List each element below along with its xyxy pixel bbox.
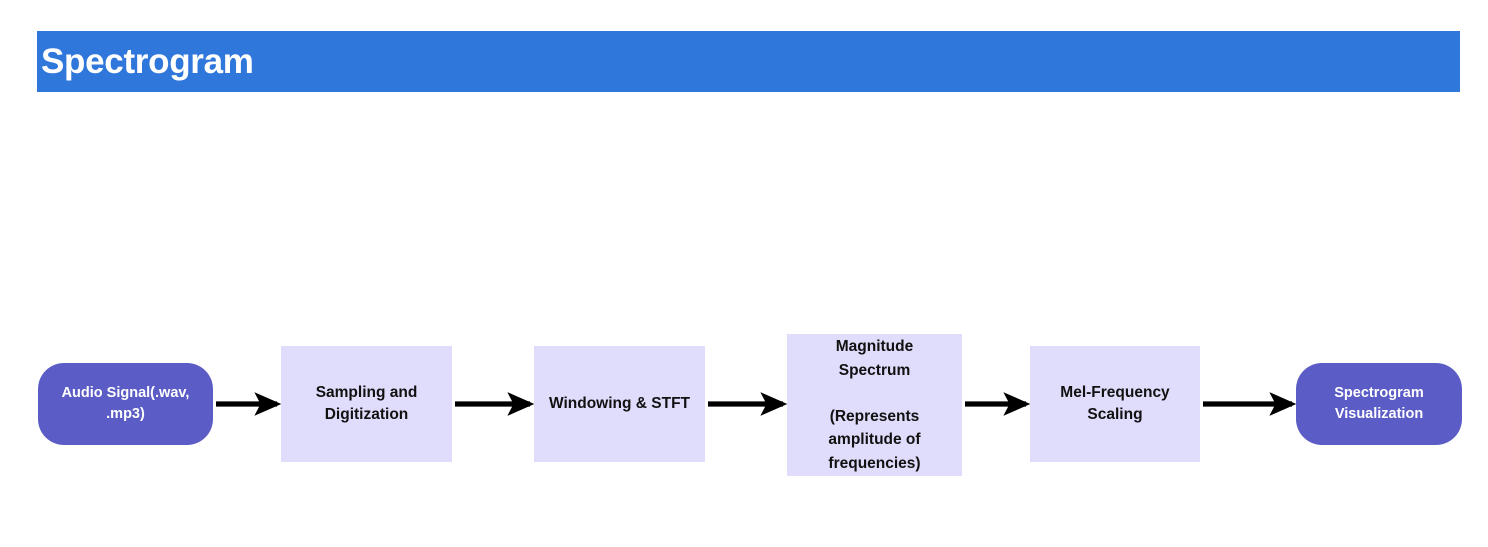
flow-node-sampling-label: Sampling and Digitization (315, 383, 418, 423)
flow-node-magnitude-spectrum-label: Magnitude Spectrum (Represents amplitude… (828, 338, 921, 472)
page-title: Spectrogram (41, 42, 254, 81)
flow-node-sampling[interactable]: Sampling and Digitization (281, 346, 452, 462)
flow-node-mel-scaling-label: Mel-Frequency Scaling (1060, 383, 1170, 423)
flow-node-windowing-stft[interactable]: Windowing & STFT (534, 346, 705, 462)
flow-node-audio-signal-label: Audio Signal(.wav, .mp3) (61, 384, 190, 422)
flow-node-audio-signal[interactable]: Audio Signal(.wav, .mp3) (38, 363, 213, 445)
header-banner: Spectrogram (37, 31, 1460, 92)
flow-node-magnitude-spectrum[interactable]: Magnitude Spectrum (Represents amplitude… (787, 334, 962, 476)
flow-node-visualization[interactable]: Spectrogram Visualization (1296, 363, 1462, 445)
flow-node-visualization-label: Spectrogram Visualization (1334, 384, 1424, 422)
flow-node-windowing-stft-label: Windowing & STFT (548, 394, 691, 412)
flow-node-mel-scaling[interactable]: Mel-Frequency Scaling (1030, 346, 1200, 462)
